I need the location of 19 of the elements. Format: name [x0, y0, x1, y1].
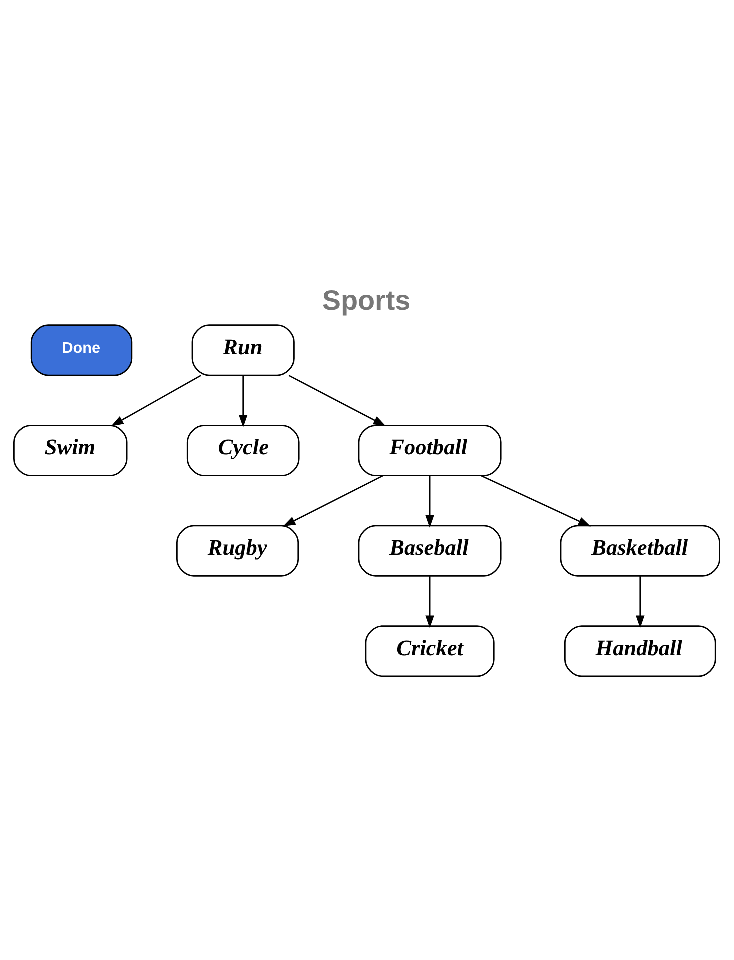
node-box: Basketball: [560, 525, 720, 577]
arrow: [426, 576, 434, 628]
arrow: [288, 375, 386, 426]
node-box: Baseball: [358, 525, 502, 577]
node-box: Football: [358, 424, 502, 477]
node-box: Cycle: [186, 424, 300, 477]
arrow: [481, 475, 592, 527]
arrow: [111, 375, 202, 426]
arrow: [238, 376, 248, 428]
node-box: Cricket: [365, 626, 495, 678]
node-box: Rugby: [176, 525, 300, 577]
node-box: Run: [192, 324, 295, 376]
node-box: Handball: [564, 626, 716, 678]
arrow: [283, 475, 384, 527]
label: Done: [62, 340, 101, 357]
node-box: Swim: [14, 424, 128, 477]
diagram-title: Sports: [322, 285, 411, 316]
arrow: [636, 576, 645, 628]
arrow: [426, 476, 434, 528]
